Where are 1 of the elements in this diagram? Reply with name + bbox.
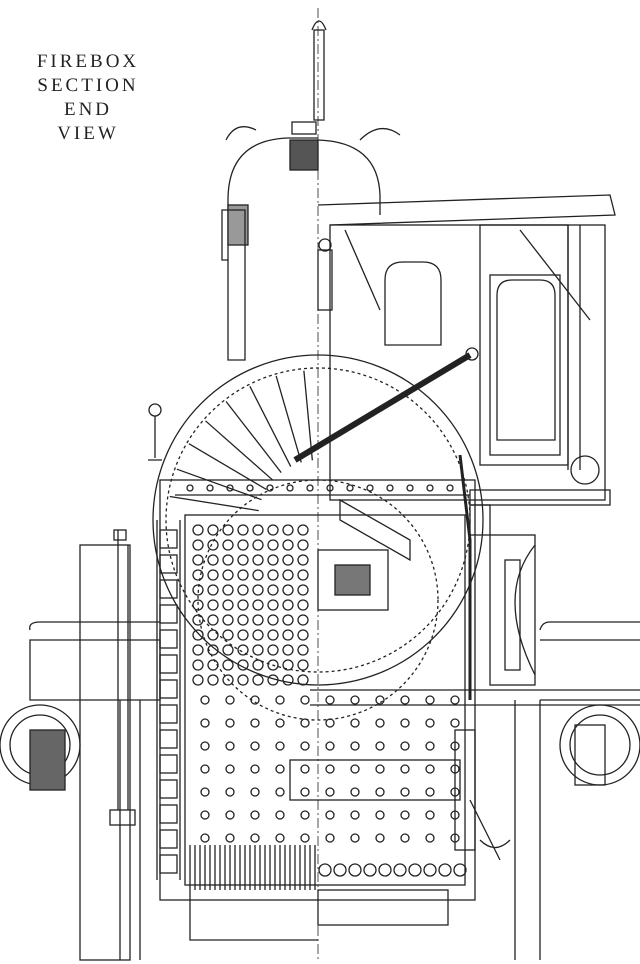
diagram-title: FIREBOX SECTION END VIEW xyxy=(36,50,140,146)
